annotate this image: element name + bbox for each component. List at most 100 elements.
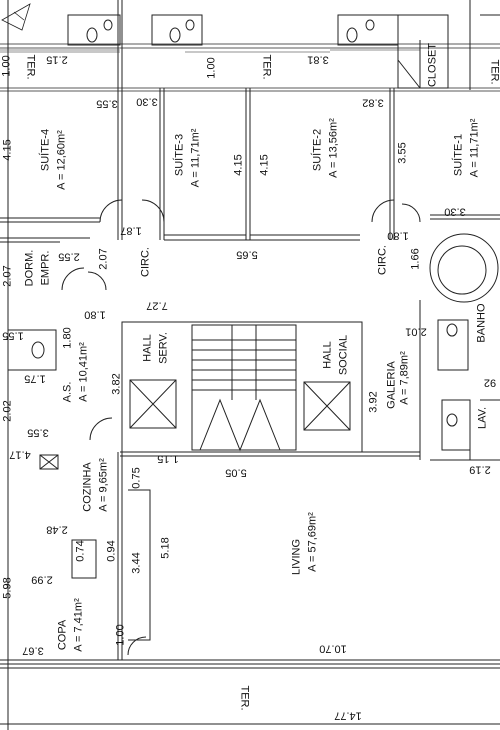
top-wall [0,43,500,49]
bottom-band [0,659,500,665]
dim-1-75: 1.75 [24,372,46,385]
dim-5-18: 5.18 [159,537,172,559]
dim-2-15: 2.15 [46,53,68,66]
closet-box [397,14,449,89]
dim-4-15-b: 4.15 [232,154,245,176]
sink-as [39,454,59,470]
ter-bottom: TER. [238,685,251,711]
dim-3-30-a: 3.30 [136,95,158,108]
dorm-name-2: EMPR. [39,250,52,286]
wc-banho-bowl [446,323,458,337]
dim-7-27: 7.27 [146,299,168,312]
living-right-wall [419,300,500,461]
dim-0-94: 0.94 [105,540,118,562]
closet-diagonal [397,59,421,89]
stair-treads [192,325,296,400]
hall-serv-name-2: SERV. [157,332,170,364]
door-arc-1 [99,199,123,223]
dorm-name-1: DORM. [23,249,36,287]
dim-2-19: 2.19 [469,463,491,476]
terrace-outline [0,667,500,725]
lav-box [441,399,471,451]
door-arc-3 [371,199,395,223]
dim-3-55-c: 3.55 [27,426,49,439]
north-arrow [1,3,31,31]
dim-4-15-c: 4.15 [258,154,271,176]
dim-2-55: 2.55 [58,250,80,263]
galeria-name: GALERIA [385,361,398,409]
round-tub-inner [437,245,487,295]
dim-3-67: 3.67 [22,644,44,657]
dim-3-30-b: 3.30 [444,205,466,218]
suite1-name: SUÍTE-1 [452,133,465,177]
door-arc-8 [127,636,147,656]
kitchen-counter [128,489,151,641]
sink-as-x [39,454,59,470]
left-kitchen-wall [117,452,123,660]
dim-3-44: 3.44 [130,552,143,574]
living-name: LIVING [290,538,303,576]
cozinha-area: A = 9,65m² [97,458,110,512]
ter-top-2: TER. [260,54,273,80]
closet-label: CLOSET [426,42,439,88]
dim-2-07-b: 2.07 [97,248,110,270]
fixture-5 [346,27,358,43]
dim-5-65: 5.65 [236,248,258,261]
elevator-social [303,381,351,431]
hall-serv-name-1: HALL [141,334,154,362]
circ-band-top [430,214,500,220]
dim-2-99: 2.99 [31,573,53,586]
fixture-2 [103,19,113,31]
cozinha-name: COZINHA [81,462,94,512]
fixture-1 [86,27,98,43]
door-arc-4 [401,203,421,223]
dim-1-00-a: 1.00 [0,55,13,77]
bath-block-3 [337,14,399,46]
dim-1-00-b: 1.00 [205,57,218,79]
door-arc-7 [89,417,113,441]
suite-divider-2 [159,88,165,240]
dim-3-55-b: 3.55 [396,142,409,164]
dim-3-82: 3.82 [362,96,384,109]
dim-4-15-a: 4.15 [1,139,14,161]
suite2-name: SUÍTE-2 [311,128,324,172]
lav-wall [469,399,500,460]
hall-social-name-2: SOCIAL [337,334,350,376]
dim-5-98: 5.98 [1,577,14,599]
suite-divider-3 [245,88,251,240]
corridor-band [0,237,90,243]
bath-block-2 [151,14,203,46]
dim-1-00-c: 1.00 [114,624,127,646]
dim-3-92: 3.92 [367,391,380,413]
stair-well [191,324,297,451]
banho-label: BANHO [475,303,488,343]
wc-banho-right [437,319,469,371]
top-wall-stripe [0,49,420,53]
fixture-6 [365,19,375,31]
copa-name: COPA [56,619,69,651]
dim-3-81: 3.81 [307,53,329,66]
dim-10-70: 10.70 [319,642,347,655]
living-top-wall [120,451,420,457]
circ-right: CIRC. [376,245,389,275]
hall-social-name-1: HALL [321,341,334,369]
fixture-4 [185,19,195,31]
copa-area: A = 7,41m² [72,598,85,652]
dim-3-82-b: 3.82 [110,373,123,395]
suite-divider-4 [389,88,395,240]
copa-box [71,539,97,579]
door-arc-5 [61,267,85,291]
wc-emp [7,329,57,371]
lav-label: LAV. [476,406,489,430]
dim-1-87: 1.87 [120,224,142,237]
elevator-serv-x [129,379,177,429]
circ-left: CIRC. [139,247,152,277]
dim-1-80-b: 1.80 [84,308,106,321]
ter-top-1: TER. [24,54,37,80]
dim-0-75: 0.75 [130,467,143,489]
dim-1-55: 1.55 [2,329,24,342]
wc-lav-bowl [446,413,458,427]
suite2-area: A = 13,56m² [327,118,340,178]
dim-4-17: 4.17 [9,448,31,461]
